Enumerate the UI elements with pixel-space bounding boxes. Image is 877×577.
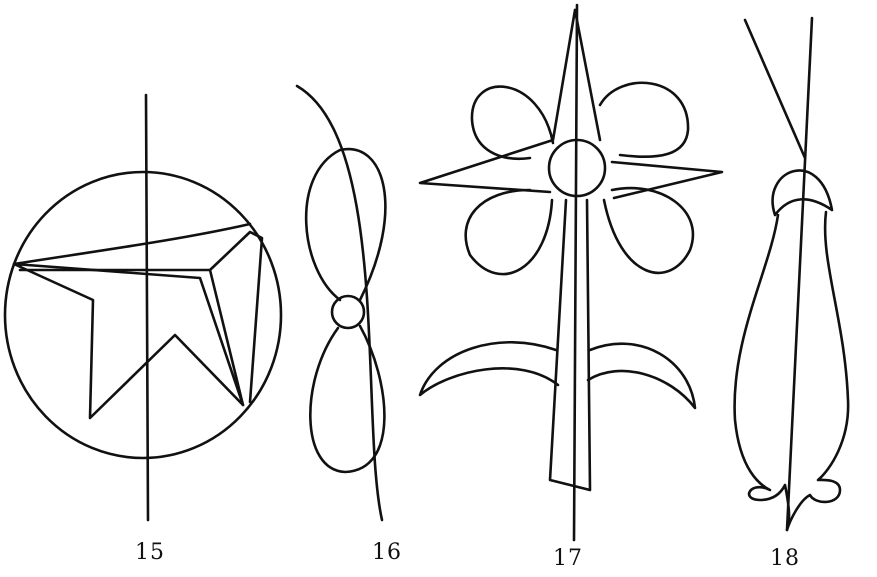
fig17-petal-top-right bbox=[600, 83, 688, 157]
figure-15-label: 15 bbox=[135, 540, 165, 565]
figure-17-label: 17 bbox=[553, 546, 583, 571]
fig18-line-b bbox=[787, 18, 812, 530]
fig15-star-outline bbox=[14, 264, 243, 418]
fig15-star-top-edge bbox=[14, 224, 250, 264]
figure-17-drawing bbox=[420, 5, 722, 540]
fig17-left-leaf bbox=[420, 342, 558, 395]
fig15-circle bbox=[5, 172, 281, 458]
fig15-star-right bbox=[210, 270, 243, 405]
figure-16-label: 16 bbox=[372, 540, 402, 565]
fig17-star bbox=[420, 10, 722, 198]
figure-18-drawing bbox=[735, 18, 849, 530]
fig17-petal-top-left bbox=[472, 87, 553, 159]
figure-16-drawing bbox=[297, 86, 385, 520]
fig16-center-circle bbox=[332, 296, 364, 328]
fig17-petal-bottom-left bbox=[466, 190, 552, 274]
fig16-upper-loop bbox=[306, 149, 385, 300]
fig17-petal-bottom-right bbox=[604, 188, 693, 273]
fig18-line-a bbox=[745, 20, 805, 158]
fig17-right-leaf bbox=[588, 344, 695, 408]
fig18-pod bbox=[735, 212, 849, 530]
figure-18-label: 18 bbox=[770, 546, 800, 571]
fig17-axis bbox=[574, 5, 577, 540]
figure-15-drawing bbox=[5, 95, 281, 520]
fig17-stem bbox=[550, 200, 590, 490]
fig15-axis bbox=[146, 95, 148, 520]
